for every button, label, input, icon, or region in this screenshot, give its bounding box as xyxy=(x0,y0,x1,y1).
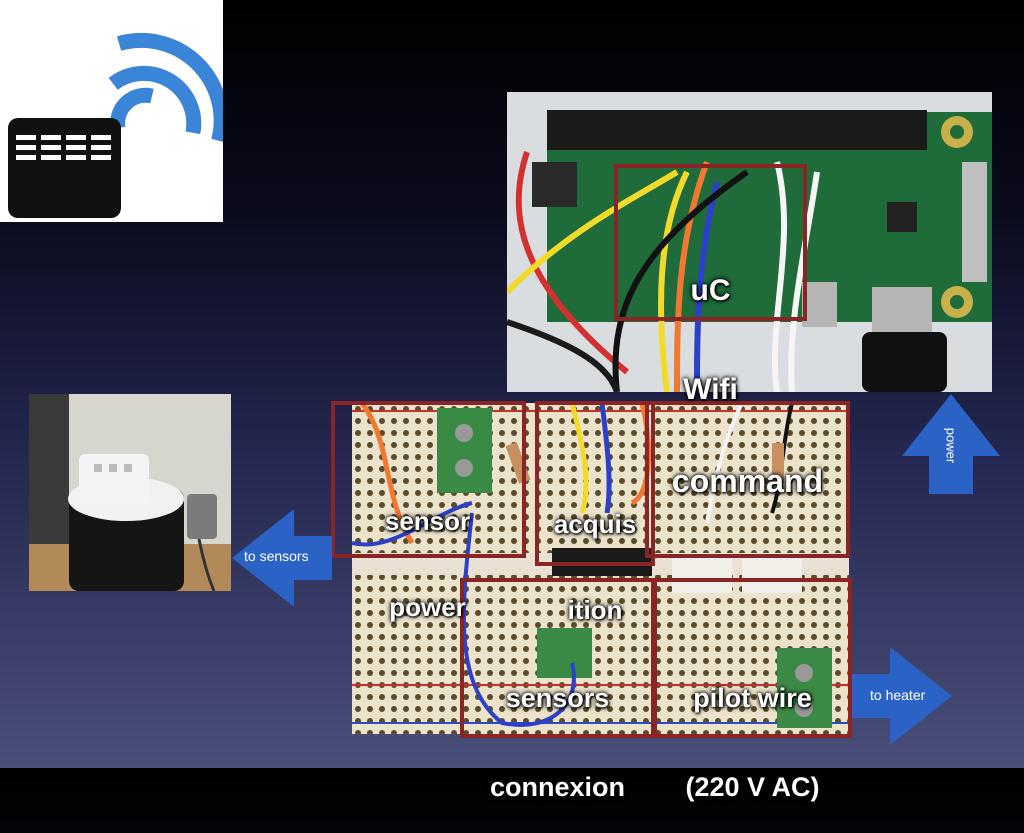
app-logo xyxy=(0,0,229,222)
acquisition-line1: acquis xyxy=(553,509,637,540)
uc-label-line1: uC xyxy=(690,274,731,307)
to-heater-text: to heater xyxy=(870,687,926,703)
pilot-wire-label: pilot wire (220 V AC) xyxy=(653,625,852,833)
sensor-photo xyxy=(29,394,231,591)
breadboard-photo xyxy=(352,403,849,734)
command-box xyxy=(645,401,850,558)
uc-label: uC Wifi xyxy=(614,208,807,439)
uc-label-line2: Wifi xyxy=(683,373,738,406)
uc-wifi-box xyxy=(614,164,807,321)
pilot-wire-line2: (220 V AC) xyxy=(685,772,820,803)
pilot-wire-line1: pilot wire xyxy=(693,683,812,714)
sensors-connexion-line2: connexion xyxy=(489,772,625,803)
arrow-left-icon xyxy=(232,509,332,607)
sensors-connexion-label: sensors connexion xyxy=(460,625,655,833)
arrow-up-icon xyxy=(902,394,1000,494)
pilot-wire-box xyxy=(653,578,852,738)
sensors-connexion-line1: sensors xyxy=(505,683,610,714)
power-arrow: power xyxy=(902,394,1000,494)
microcontroller-photo xyxy=(507,92,992,392)
acquisition-label: acquis ition xyxy=(535,453,655,653)
acquisition-box xyxy=(535,401,655,566)
sensor-power-line1: sensor xyxy=(384,506,471,537)
acquisition-line2: ition xyxy=(567,594,623,625)
to-heater-arrow: to heater xyxy=(852,647,952,745)
sensor-power-box xyxy=(331,401,526,558)
to-sensors-arrow: to sensors xyxy=(232,509,332,607)
command-label: command xyxy=(671,463,824,499)
arrow-right-icon xyxy=(852,647,952,745)
power-text: power xyxy=(943,427,959,464)
wifi-module-icon xyxy=(8,32,229,218)
sensor-power-label: sensor power xyxy=(345,450,510,650)
to-sensors-text: to sensors xyxy=(244,548,309,564)
sensor-power-line2: power xyxy=(389,591,466,622)
